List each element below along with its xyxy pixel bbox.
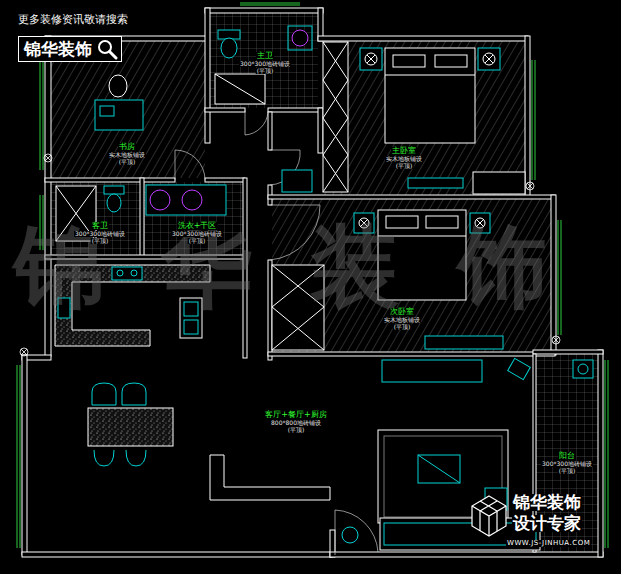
floor-note: 实木地板铺设 bbox=[383, 317, 421, 323]
room-name: 主卧室 bbox=[391, 147, 417, 155]
furniture bbox=[55, 26, 593, 550]
floor-note: 实木地板铺设 bbox=[385, 156, 423, 162]
ceiling-note: (平顶) bbox=[256, 68, 275, 74]
floor-note: 300*300地砖铺设 bbox=[239, 61, 291, 67]
ceiling-note: (平顶) bbox=[393, 324, 412, 330]
room-name: 客厅+餐厅+厨房 bbox=[264, 411, 327, 419]
floor-note: 800*800地砖铺设 bbox=[270, 420, 322, 426]
floor-note: 300*300地砖铺设 bbox=[171, 231, 223, 237]
column-markers bbox=[20, 154, 560, 356]
ceiling-note: (平顶) bbox=[118, 159, 137, 165]
ceiling-note: (平顶) bbox=[558, 468, 577, 474]
ceiling-note: (平顶) bbox=[91, 238, 110, 244]
ceiling-note: (平顶) bbox=[188, 238, 207, 244]
brand-name: 锦华装饰 bbox=[24, 41, 92, 58]
floor-finish bbox=[51, 13, 598, 552]
ceiling-note: (平顶) bbox=[395, 163, 414, 169]
room-name: 书房 bbox=[118, 143, 136, 151]
room-name: 次卧室 bbox=[389, 308, 415, 316]
search-box: 锦华装饰 bbox=[18, 36, 122, 62]
floor-note: 300*300地砖铺设 bbox=[541, 461, 593, 467]
header-note: 更多装修资讯敬请搜索 bbox=[18, 14, 128, 25]
room-name: 阳台 bbox=[558, 452, 576, 460]
website-url: WWW.JS-JINHUA.COM bbox=[506, 540, 591, 547]
search-icon bbox=[96, 38, 118, 60]
brand-name: 锦华装饰 bbox=[512, 494, 582, 511]
room-name: 客卫 bbox=[91, 222, 109, 230]
room-name: 主卫 bbox=[256, 52, 274, 60]
brand-cube-icon bbox=[472, 496, 506, 536]
windows bbox=[17, 3, 608, 548]
floor-note: 300*300地砖铺设 bbox=[74, 231, 126, 237]
walls bbox=[22, 8, 603, 557]
room-name: 洗衣+干区 bbox=[177, 222, 218, 230]
brand-slogan: 设计专家 bbox=[512, 515, 582, 532]
floor-note: 实木地板铺设 bbox=[108, 152, 146, 158]
ceiling-note: (平顶) bbox=[287, 427, 306, 433]
